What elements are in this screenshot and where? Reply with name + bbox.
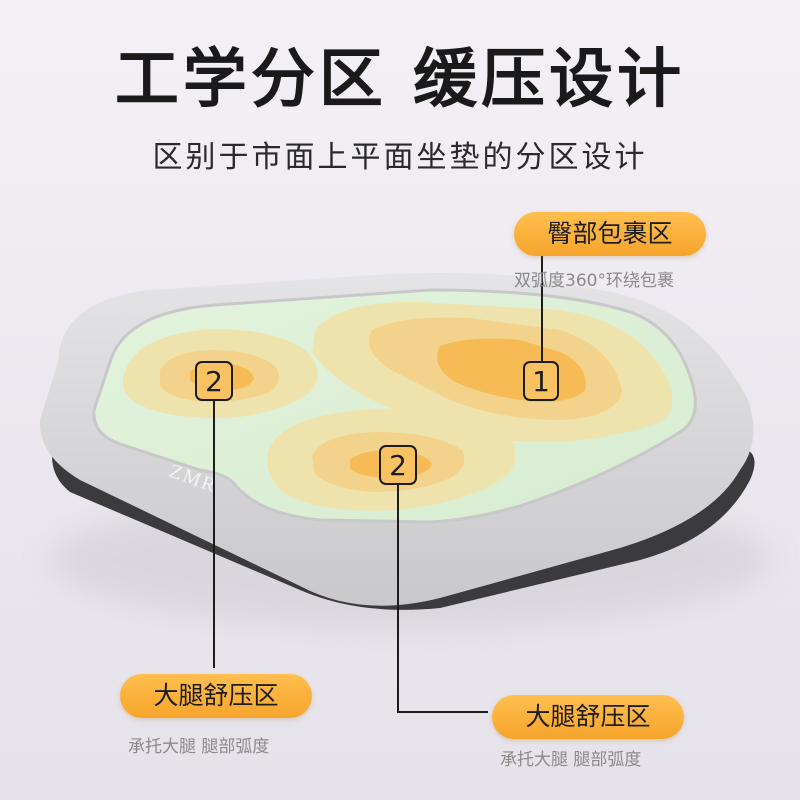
zone-label-hip: 臀部包裹区 — [514, 212, 706, 256]
zone-badge-2-front-number: 2 — [389, 449, 407, 482]
page-title: 工学分区 缓压设计 — [114, 43, 686, 117]
zone-caption-front-thigh: 承托大腿 腿部弧度 — [500, 750, 642, 770]
zone-label-left-thigh: 大腿舒压区 — [120, 674, 312, 718]
zone-badge-1-number: 1 — [532, 365, 550, 398]
zone-badge-2-left: 2 — [195, 361, 233, 401]
page-subtitle: 区别于市面上平面坐垫的分区设计 — [152, 140, 648, 175]
zone-badge-1: 1 — [523, 361, 559, 401]
zone-badge-2-left-number: 2 — [205, 365, 223, 398]
zone-badge-2-front: 2 — [379, 445, 417, 485]
zone-caption-left-thigh: 承托大腿 腿部弧度 — [128, 737, 270, 757]
leader-line-front-thigh — [397, 484, 488, 713]
zone-caption-hip: 双弧度360°环绕包裹 — [514, 271, 674, 291]
zone-label-front-thigh: 大腿舒压区 — [492, 695, 684, 739]
hip-zone-contours — [312, 301, 673, 442]
